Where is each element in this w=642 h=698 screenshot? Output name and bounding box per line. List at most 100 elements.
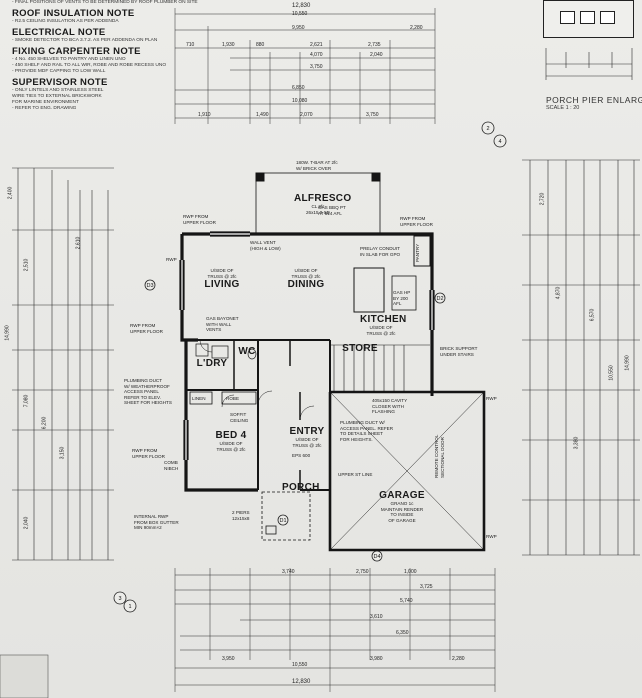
dim-left-8: 2,610: [75, 236, 82, 250]
dim-top-8: 2,735: [368, 42, 381, 48]
dim-bottom-1: 3,740: [282, 569, 295, 575]
annotation-tbar: 180W. T-BAR AT 2fc W/ BRICK OVER: [296, 160, 338, 171]
dimension-lines: [12, 8, 640, 692]
room-dining-sub: U/SIDE OF TRUSS @ 2fc: [291, 268, 321, 279]
room-dining-name: DINING: [287, 279, 325, 290]
room-store: STORE: [340, 343, 380, 354]
dim-top-6: 880: [256, 42, 265, 48]
title-block-cell: [600, 11, 615, 24]
dim-right-6: 3,380: [573, 436, 580, 450]
room-kitchen-sub: U/SIDE OF TRUSS @ 2fc: [366, 325, 396, 336]
annotation-plumbing-duct-1: PLUMBING DUCT W/ WEATHERPROOF ACCESS PAN…: [124, 378, 172, 405]
room-entry-sub: U/SIDE OF TRUSS @ 2fc: [292, 437, 322, 448]
marker-1: 1: [128, 604, 131, 610]
dim-top-12: 6,850: [292, 85, 305, 91]
dim-bottom-9: 12,830: [292, 679, 311, 685]
annotation-rwp-7: RWP: [166, 257, 177, 262]
annotation-rwp-1: RWP FROM UPPER FLOOR: [183, 214, 216, 225]
annotation-brick-support: BRICK SUPPORT UNDER STAIRS: [440, 346, 478, 357]
dim-left-6: 3,150: [59, 446, 66, 460]
dim-right-2: 4,870: [555, 286, 562, 300]
dim-top-2: 9,950: [292, 25, 305, 31]
dim-bottom-11: 3,950: [222, 656, 235, 662]
dim-right-5: 6,570: [589, 308, 596, 322]
annotation-rwp-5: RWP: [486, 396, 497, 401]
room-wc-name: WC: [238, 346, 256, 357]
roof-insulation-note-text: - R2.5 CEILING INSULATION AS PER ADDENDA: [12, 19, 119, 24]
dim-top-3: 2,280: [410, 25, 423, 31]
annotation-upper-st-line: UPPER ST LINE: [338, 472, 373, 477]
marker-2: 2: [486, 126, 489, 132]
annotation-gas-bayonet: GAS BAYONET WITH WALL VENTS: [206, 316, 239, 332]
stamp-area: [0, 654, 49, 698]
room-garage-sub: GRANO 1c MAINTAIN RENDER TO INSIDE OF GA…: [380, 501, 424, 523]
dim-left-1: 2,400: [7, 186, 14, 200]
marker-labels: D1 D4 D3 D2 2 4 3 1: [118, 126, 501, 610]
annotation-comb-niche: COMB NIBCH: [164, 460, 179, 471]
annotation-cavity-closer: 405x150 CAVITY CLOSER WITH FLASHING: [372, 398, 408, 414]
electrical-note-heading: ELECTRICAL NOTE: [12, 27, 106, 38]
room-robe-label: ROBE: [226, 396, 240, 401]
dim-top-16: 2,070: [300, 112, 313, 118]
dim-bottom-10: 2,280: [452, 656, 465, 662]
title-block: [543, 0, 634, 38]
dim-bottom-5: 5,740: [400, 598, 413, 604]
annotation-rwp-3: RWP FROM UPPER FLOOR: [130, 323, 163, 334]
room-pantry-label: PANTRY: [415, 243, 420, 262]
room-living-sub: U/SIDE OF TRUSS @ 2fc: [207, 268, 237, 279]
fixing-carpenter-note-heading: FIXING CARPENTER NOTE: [12, 46, 141, 57]
dim-top-5: 1,930: [222, 42, 235, 48]
porch-pier-detail-title: PORCH PIER ENLARGE: [546, 95, 642, 105]
annotation-sectional-door: REMOTE CONTROL SECTIONAL DOOR: [434, 434, 445, 478]
dim-bottom-4: 3,725: [420, 584, 433, 590]
marker-d1: D1: [279, 518, 286, 524]
walls: [179, 172, 486, 552]
annotation-plumbing-duct-2: PLUMBING DUCT W/ ACCESS PANEL. REFER TO …: [340, 420, 394, 442]
dim-bottom-6: 6,350: [396, 630, 409, 636]
dim-top-10: 2,040: [370, 52, 383, 58]
room-entry: ENTRY U/SIDE OF TRUSS @ 2fc: [286, 426, 328, 448]
title-block-cell: [580, 11, 595, 24]
room-living: U/SIDE OF TRUSS @ 2fc LIVING: [200, 268, 244, 290]
room-entry-name: ENTRY: [289, 426, 325, 437]
room-bed4: BED 4 U/SIDE OF TRUSS @ 2fc: [214, 430, 248, 452]
room-garage: GARAGE GRANO 1c MAINTAIN RENDER TO INSID…: [372, 490, 432, 523]
dim-top-17: 3,750: [366, 112, 379, 118]
room-living-name: LIVING: [204, 279, 240, 290]
room-alfresco-sub: CL 2fc 26x15.0 SD: [305, 204, 330, 215]
marker-3: 3: [118, 596, 121, 602]
dim-top-11: 3,750: [310, 64, 323, 70]
dim-top-overall: 12,830: [292, 3, 311, 9]
annotation-rwp-6: RWP: [486, 534, 497, 539]
marker-d2: D2: [436, 296, 443, 302]
supervisor-note-text: - ONLY LINTELS AND STAINLESS STEEL WIRE …: [12, 88, 104, 111]
dim-right-4: 14,990: [624, 355, 631, 371]
dim-bottom-2: 2,750: [356, 569, 369, 575]
dim-top-15: 1,490: [256, 112, 269, 118]
porch-pier-detail-scale: SCALE 1 : 20: [546, 105, 580, 111]
room-kitchen-name: KITCHEN: [360, 314, 407, 325]
room-porch: PORCH: [282, 482, 319, 493]
fixing-carpenter-note-text: - 4 No. 450 SHELVES TO PANTRY AND LINEN …: [12, 57, 167, 74]
dim-right-1: 2,720: [539, 192, 546, 206]
room-alfresco-name: ALFRESCO: [294, 193, 352, 204]
dim-left-5: 2,040: [23, 516, 30, 530]
annotation-prelay-conduit: PRELAY CONDUIT IN SLAB FOR GPO: [360, 246, 401, 257]
annotation-soffit: SOFFIT CEILING: [230, 412, 249, 423]
dim-right-3: 10,550: [608, 365, 615, 381]
room-garage-name: GARAGE: [379, 490, 425, 501]
room-dining: U/SIDE OF TRUSS @ 2fc DINING: [282, 268, 330, 290]
marker-d4: D4: [373, 554, 380, 560]
dim-top-4: 710: [186, 42, 195, 48]
dim-top-9: 4,070: [310, 52, 323, 58]
annotation-wall-vent: WALL VENT (HIGH & LOW): [250, 240, 281, 251]
room-bed4-sub: U/SIDE OF TRUSS @ 2fc: [216, 441, 246, 452]
room-linen-label: LINEN: [192, 396, 206, 401]
marker-4: 4: [498, 139, 501, 145]
dim-left-4: 7,080: [23, 394, 30, 408]
section-markers: [113, 121, 507, 613]
annotation-piers: 2 PIERS 12x15x8: [232, 510, 250, 521]
dim-left-3: 14,990: [4, 325, 11, 341]
annotation-eps: EPS 600: [292, 453, 311, 458]
